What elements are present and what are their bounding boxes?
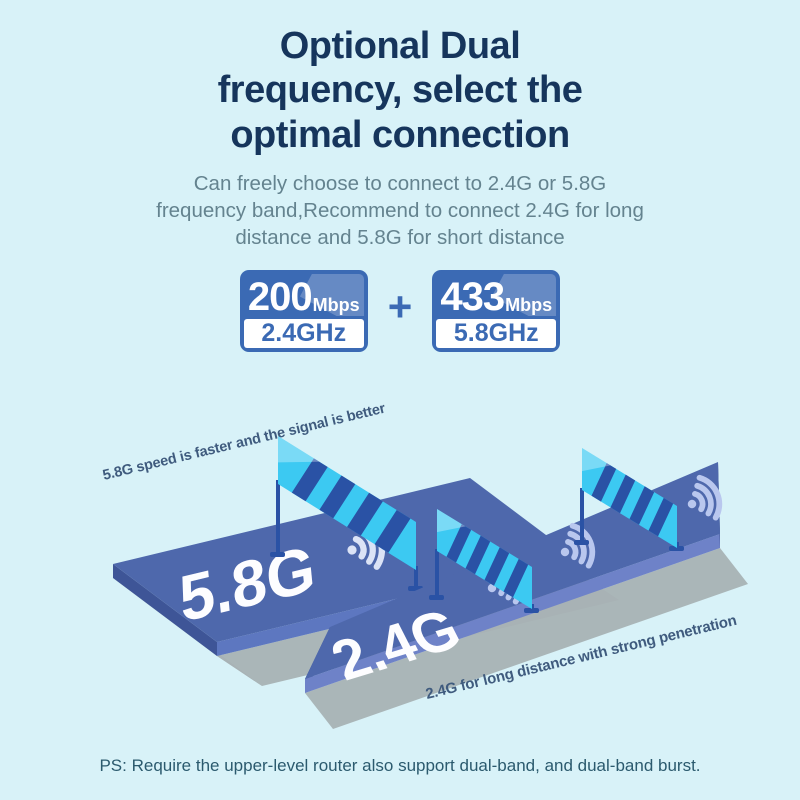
hurdle-banner-3 — [574, 448, 684, 551]
subtitle-line-2: frequency band,Recommend to connect 2.4G… — [156, 199, 644, 223]
banner-pole-foot — [669, 546, 684, 551]
title-line-3: optimal connection — [230, 113, 570, 156]
dual-band-diagram: 5.8G 2.4G — [101, 401, 748, 729]
banner-pole-foot — [574, 540, 589, 545]
footer-note: PS: Require the upper-level router also … — [99, 756, 701, 775]
badge-band-label: 5.8GHz — [436, 318, 557, 348]
title-line-1: Optional Dual — [279, 25, 521, 67]
badge-band-label: 2.4GHz — [243, 318, 364, 348]
banner-pole — [414, 566, 418, 590]
banner-pole-foot — [524, 608, 539, 613]
shadow-shape — [305, 548, 748, 729]
banner-pole — [580, 488, 584, 544]
board-front-face — [305, 534, 720, 693]
page-subtitle: Can freely choose to connect to 2.4G or … — [0, 170, 800, 251]
title-line-2: frequency, select the — [217, 69, 583, 112]
badge-speed-area: 200 Mbps — [244, 274, 364, 316]
page-title: Optional Dual frequency, select the opti… — [0, 0, 800, 157]
speed-badge-5-8g: 433 Mbps 5.8GHz — [432, 269, 561, 352]
badge-speed-unit: Mbps — [312, 294, 360, 315]
board-top-face — [113, 478, 574, 642]
badge-speed-value: 433 — [440, 274, 505, 316]
badge-speed-value: 200 — [247, 274, 313, 316]
board-side-face — [113, 564, 217, 656]
badge-speed-area: 433 Mbps — [436, 274, 556, 316]
badge-speed-unit: Mbps — [505, 294, 553, 315]
subtitle-line-3: distance and 5.8G for short distance — [235, 226, 565, 250]
banner-pole — [276, 480, 280, 556]
diagram-caption-top: 5.8G speed is faster and the signal is b… — [101, 401, 387, 484]
subtitle-line-1: Can freely choose to connect to 2.4G or … — [193, 172, 607, 196]
plus-separator: + — [387, 282, 413, 330]
banner-pole-foot — [270, 552, 285, 557]
banner-pole-foot — [429, 595, 444, 600]
speed-badge-2-4g: 200 Mbps 2.4GHz — [239, 269, 368, 352]
speed-badges-row: 200 Mbps 2.4GHz + 433 Mbps 5.8GHz — [0, 269, 800, 352]
banner-pole — [435, 549, 439, 599]
hurdle-banner-2 — [429, 509, 539, 613]
